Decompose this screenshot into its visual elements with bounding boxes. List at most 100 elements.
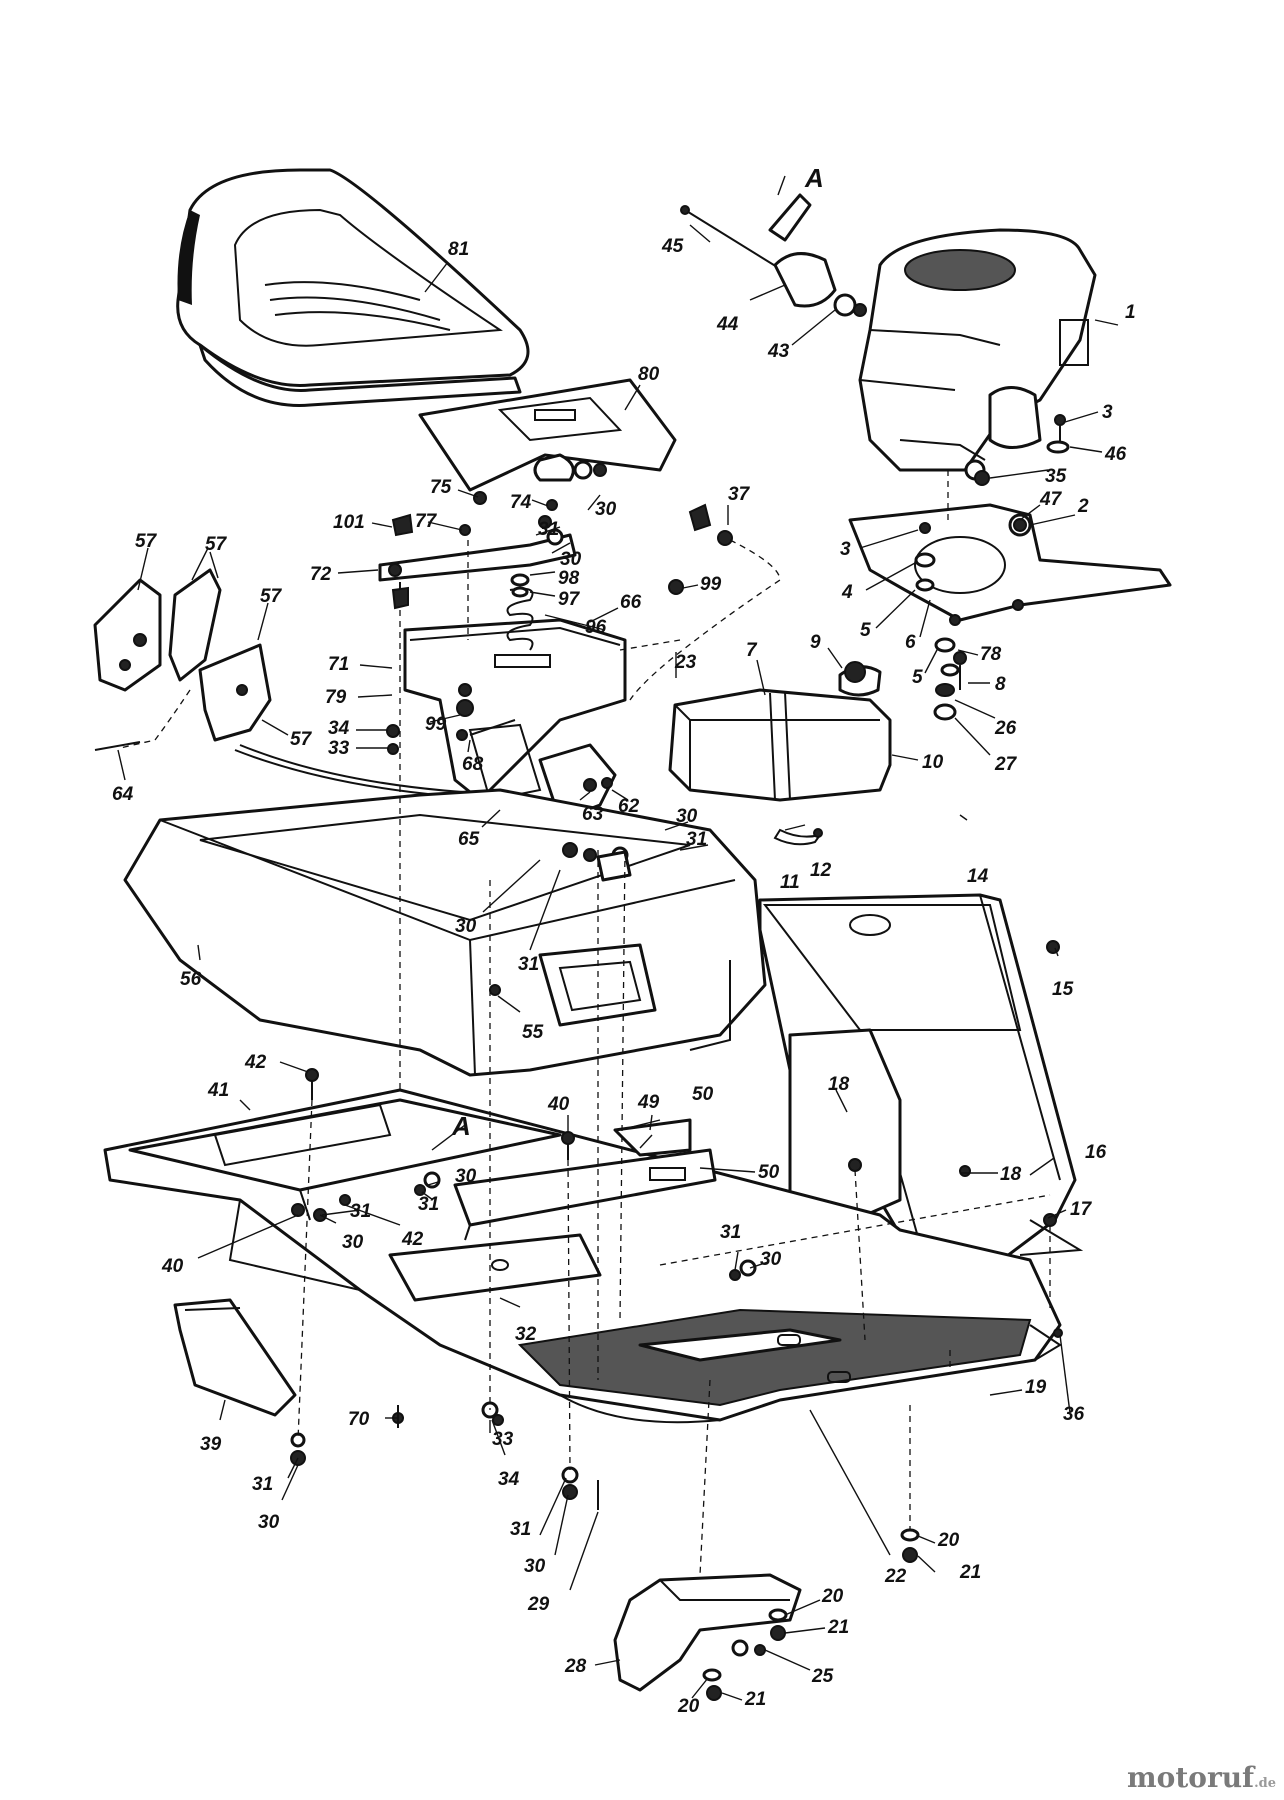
callout-49: 49 <box>637 1092 660 1113</box>
callout-71: 71 <box>328 654 349 675</box>
steering-column-part <box>403 618 627 822</box>
fuel-tank-part <box>668 661 892 802</box>
callout-5a: 5 <box>860 620 871 641</box>
callout-66: 66 <box>620 592 642 613</box>
callout-47: 47 <box>1039 489 1063 510</box>
callout-21b: 21 <box>827 1617 849 1638</box>
callout-80: 80 <box>638 364 660 385</box>
callout-25: 25 <box>811 1666 834 1687</box>
engine-hardware-part <box>914 414 1070 721</box>
callout-31a: 31 <box>538 519 559 540</box>
leader-lines <box>117 175 1119 1701</box>
callout-36: 36 <box>1063 1404 1085 1425</box>
callout-20c: 20 <box>677 1696 700 1717</box>
callout-101: 101 <box>333 512 365 533</box>
callout-A-top: A <box>804 163 824 193</box>
callout-21a: 21 <box>959 1562 981 1583</box>
callout-18a: 18 <box>828 1074 850 1095</box>
callout-30c: 30 <box>676 806 698 827</box>
callout-31d: 31 <box>720 1222 741 1243</box>
watermark-logo: motoruf.de <box>1127 1761 1276 1794</box>
callout-81: 81 <box>448 239 469 260</box>
callout-27: 27 <box>994 754 1018 775</box>
front-bracket-part <box>613 1573 802 1692</box>
callout-77: 77 <box>415 511 438 532</box>
callout-21c: 21 <box>744 1689 766 1710</box>
callout-30h: 30 <box>258 1512 280 1533</box>
callout-1: 1 <box>1125 302 1136 323</box>
callout-26: 26 <box>994 718 1017 739</box>
callout-29: 29 <box>527 1594 550 1615</box>
floor-plate-part <box>388 1233 602 1302</box>
callout-33b: 33 <box>492 1429 514 1450</box>
callout-30i: 30 <box>524 1556 546 1577</box>
callout-56: 56 <box>180 969 202 990</box>
throttle-control-part <box>680 193 867 317</box>
callout-57b: 57 <box>205 534 228 555</box>
callout-62: 62 <box>618 796 640 817</box>
callout-31f: 31 <box>350 1201 371 1222</box>
body-hood-part <box>123 788 767 1077</box>
assembly-lines <box>297 470 1051 1576</box>
callout-33a: 33 <box>328 738 350 759</box>
callout-74: 74 <box>510 492 532 513</box>
callout-10: 10 <box>922 752 944 773</box>
callout-7: 7 <box>746 640 758 661</box>
callout-22: 22 <box>884 1566 907 1587</box>
callout-30a: 30 <box>595 499 617 520</box>
callout-6: 6 <box>905 632 916 653</box>
callout-30d: 30 <box>455 916 477 937</box>
callout-44: 44 <box>716 314 739 335</box>
callout-65: 65 <box>458 829 480 850</box>
callout-18b: 18 <box>1000 1164 1022 1185</box>
callout-39: 39 <box>200 1434 222 1455</box>
side-guard-part <box>173 1298 297 1417</box>
callout-2: 2 <box>1077 496 1089 517</box>
callout-17: 17 <box>1070 1199 1093 1220</box>
callout-78: 78 <box>980 644 1002 665</box>
callout-31g: 31 <box>252 1474 273 1495</box>
callout-30b: 30 <box>560 549 582 570</box>
callout-46: 46 <box>1104 444 1127 465</box>
callout-64: 64 <box>112 784 134 805</box>
callout-4: 4 <box>841 582 853 603</box>
callout-11: 11 <box>780 872 800 893</box>
callout-31e: 31 <box>418 1194 439 1215</box>
seat-part <box>176 168 530 407</box>
seat-spring-part <box>378 515 577 651</box>
callout-37: 37 <box>728 484 751 505</box>
callout-79: 79 <box>325 687 347 708</box>
callout-34b: 34 <box>498 1469 520 1490</box>
callout-12: 12 <box>810 860 832 881</box>
callout-23: 23 <box>674 652 697 673</box>
callout-75: 75 <box>430 477 452 498</box>
callout-30e: 30 <box>760 1249 782 1270</box>
watermark-brand: motoruf <box>1127 1761 1255 1794</box>
callout-40b: 40 <box>161 1256 184 1277</box>
engine-part <box>858 228 1097 481</box>
callout-30g: 30 <box>342 1232 364 1253</box>
seat-switch-bracket-part <box>93 568 272 751</box>
choke-cable-part <box>629 503 781 701</box>
callout-70: 70 <box>348 1409 370 1430</box>
callout-40a: 40 <box>547 1094 570 1115</box>
fuel-line-part <box>773 824 823 846</box>
callout-28: 28 <box>564 1656 587 1677</box>
callout-99b: 99 <box>425 714 447 735</box>
callout-3a: 3 <box>1102 402 1113 423</box>
callout-labels: 81 80 45 A 44 43 1 3 46 35 47 2 3 4 5 6 … <box>112 163 1136 1717</box>
callout-63: 63 <box>582 804 604 825</box>
callout-19: 19 <box>1025 1377 1047 1398</box>
callout-68: 68 <box>462 754 484 775</box>
callout-34a: 34 <box>328 718 350 739</box>
callout-31b: 31 <box>686 829 707 850</box>
engine-plate-part <box>848 503 1172 626</box>
callout-96: 96 <box>585 617 607 638</box>
callout-72: 72 <box>310 564 332 585</box>
callout-41: 41 <box>207 1080 229 1101</box>
callout-9: 9 <box>810 632 821 653</box>
callout-97: 97 <box>558 589 581 610</box>
callout-A-bottom: A <box>451 1111 471 1141</box>
callout-20a: 20 <box>937 1530 960 1551</box>
